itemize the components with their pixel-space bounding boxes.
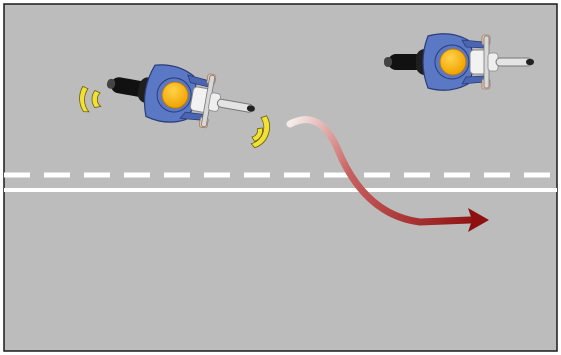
lane-change-diagram	[0, 0, 561, 355]
